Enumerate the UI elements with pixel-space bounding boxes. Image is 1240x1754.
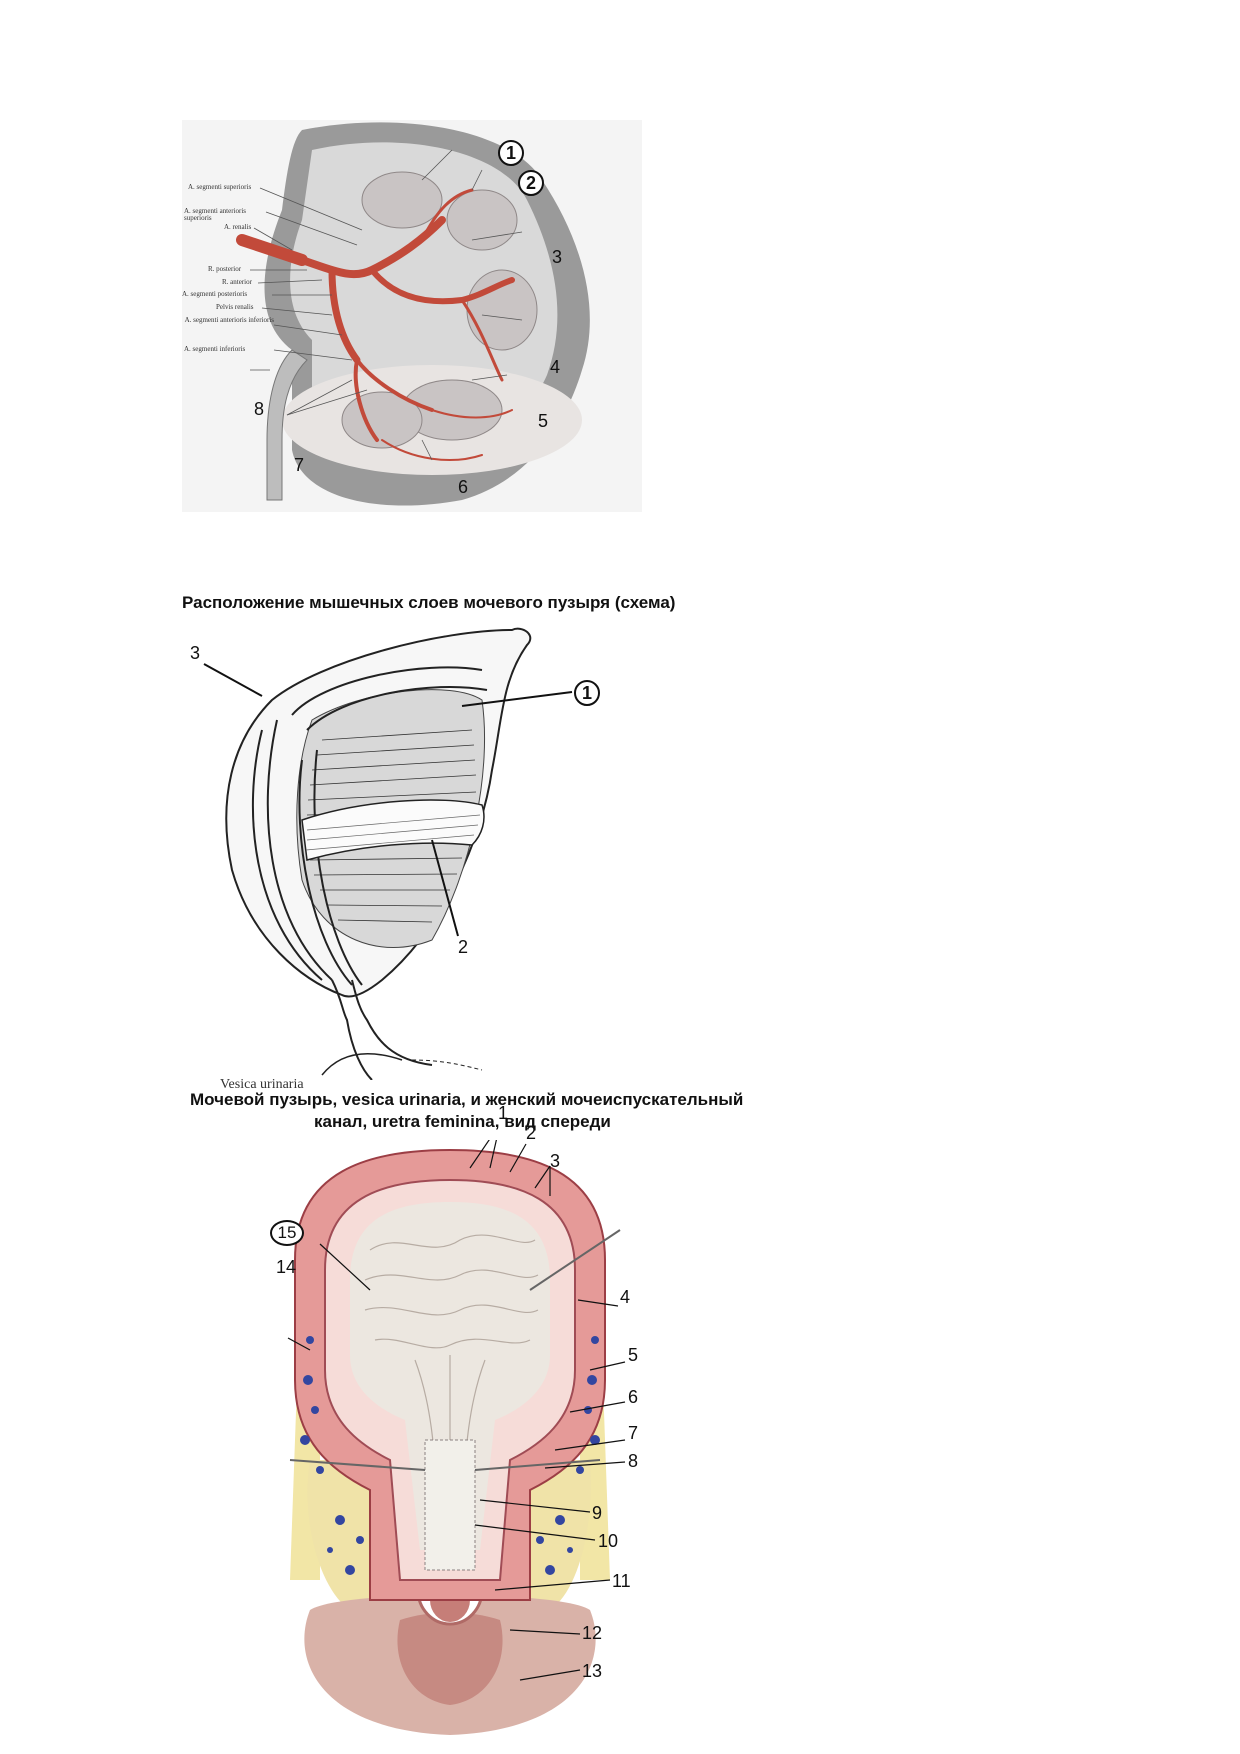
bladder-muscle-illustration	[203, 627, 573, 1081]
label-r-posterior: R. posterior	[208, 265, 242, 273]
number-label-11: 11	[612, 1571, 631, 1591]
label-a-segmenti-superioris: A. segmenti superioris	[188, 183, 252, 191]
label-a-renalis: A. renalis	[224, 223, 252, 231]
number-label-7: 7	[628, 1423, 639, 1443]
bladder-muscle-figure: 1 2 3	[182, 620, 642, 1081]
number-label-4: 4	[620, 1287, 631, 1307]
label-a-segmenti-anterioris-inferioris: A. segmenti anterioris inferioris	[184, 316, 274, 324]
figure3-caption-line1: Мочевой пузырь, vesica urinaria, и женск…	[190, 1090, 744, 1109]
label-vesica-urinaria: Vesica urinaria	[220, 1077, 304, 1092]
circled-label-15: 15	[270, 1220, 304, 1246]
number-label-10: 10	[598, 1531, 619, 1551]
circled-label-2: 2	[518, 170, 544, 196]
bladder-urethra-figure: Vesica urinaria 15 1 2 3 4 5 6 7 8 9 10 …	[200, 1078, 660, 1740]
label-a-segmenti-inferioris: A. segmenti inferioris	[184, 345, 246, 353]
number-label-2: 2	[458, 937, 469, 957]
number-label-5: 5	[628, 1345, 639, 1365]
label-pelvis-renalis: Pelvis renalis	[216, 303, 254, 311]
number-label-8: 8	[254, 399, 265, 419]
bladder-urethra-illustration	[287, 1095, 626, 1735]
label-a-segmenti-posterioris: A. segmenti posterioris	[182, 290, 248, 298]
label-a-segmenti-anterioris-superioris: A. segmenti anterioris superioris	[184, 207, 247, 222]
number-label-14: 14	[276, 1257, 297, 1277]
number-label-7: 7	[294, 455, 305, 475]
number-label-1: 1	[498, 1103, 509, 1123]
number-label-12: 12	[582, 1623, 603, 1643]
number-label-8: 8	[628, 1451, 639, 1471]
number-label-3: 3	[190, 643, 201, 663]
number-label-3: 3	[552, 247, 563, 267]
number-label-4: 4	[550, 357, 561, 377]
label-r-anterior: R. anterior	[222, 278, 252, 286]
circled-label-1: 1	[574, 680, 600, 706]
circled-label-1: 1	[498, 140, 524, 166]
number-label-3: 3	[550, 1151, 561, 1171]
number-label-9: 9	[592, 1503, 603, 1523]
kidney-illustration	[182, 120, 642, 512]
number-label-5: 5	[538, 411, 549, 431]
number-label-6: 6	[628, 1387, 639, 1407]
number-label-2: 2	[526, 1123, 537, 1143]
number-label-6: 6	[458, 477, 469, 497]
figure3-caption-line2: канал, uretra feminina, вид спереди	[314, 1112, 611, 1131]
figure2-caption: Расположение мышечных слоев мочевого пуз…	[182, 593, 676, 612]
kidney-figure: A. segmenti superioris A. segmenti anter…	[182, 120, 642, 512]
number-label-13: 13	[582, 1661, 603, 1681]
